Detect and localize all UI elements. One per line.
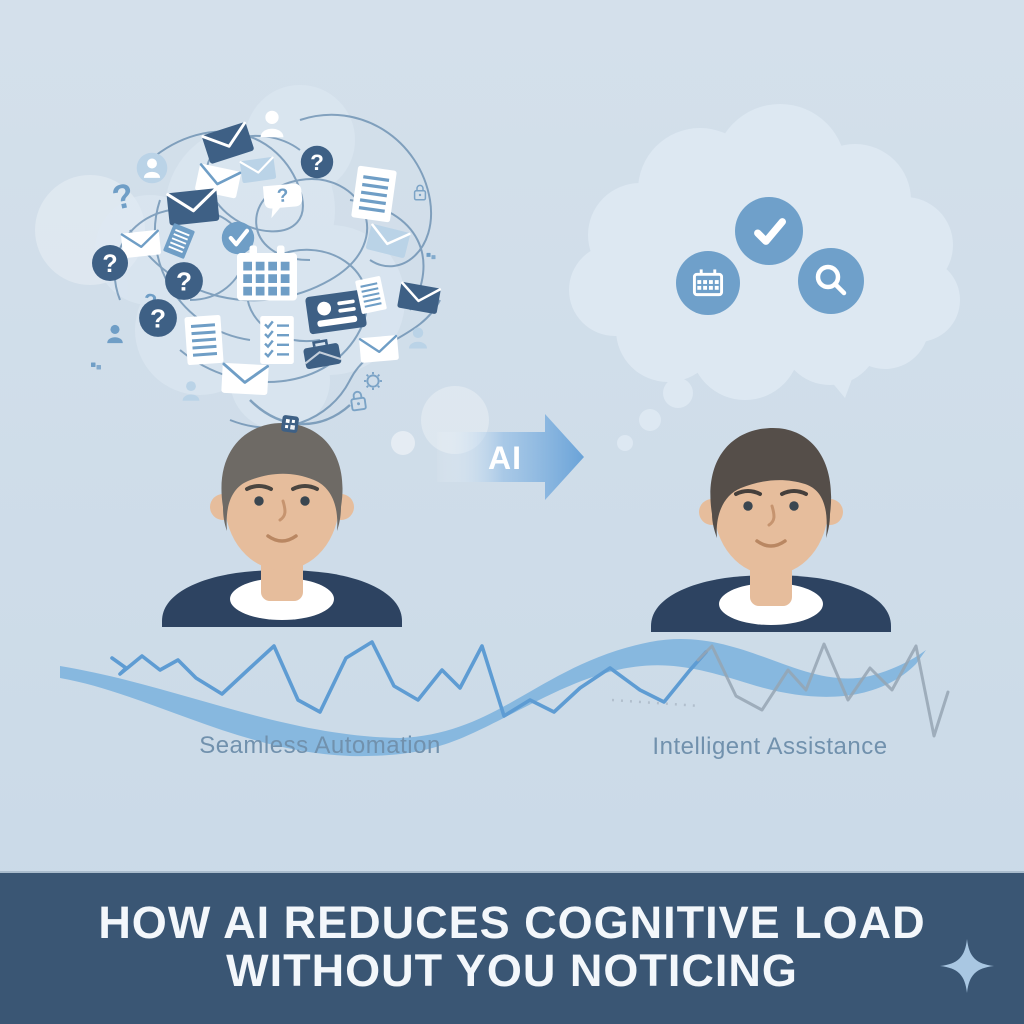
search-icon xyxy=(798,248,864,314)
banner-top-edge xyxy=(0,871,1024,873)
cloud-icons: ??????? xyxy=(91,110,442,412)
bubble-trail-dot xyxy=(639,409,661,431)
document-icon xyxy=(355,276,387,314)
bubble-trail-dot xyxy=(663,378,693,408)
person-icon xyxy=(107,324,123,344)
document-icon xyxy=(163,223,195,259)
envelope-icon xyxy=(221,362,269,395)
person-icon xyxy=(260,110,284,138)
four-point-star-icon xyxy=(940,939,994,993)
face-features xyxy=(245,484,319,543)
relaxed-person xyxy=(651,428,891,632)
envelope-icon xyxy=(358,334,399,363)
question-circle-icon: ? xyxy=(139,299,177,337)
svg-text:?: ? xyxy=(150,303,166,333)
hair xyxy=(221,423,343,531)
thought-bubble-icons xyxy=(676,197,864,315)
check-icon xyxy=(735,197,803,265)
face-features xyxy=(734,489,808,548)
arrow-shape xyxy=(437,414,584,500)
title-banner: HOW AI REDUCES COGNITIVE LOAD WITHOUT YO… xyxy=(0,871,1024,1024)
left-caption: Seamless Automation xyxy=(199,732,441,759)
calendar-icon xyxy=(237,245,297,301)
question-circle-icon: ? xyxy=(165,262,203,300)
envelope-icon xyxy=(166,188,220,226)
hair xyxy=(710,428,832,538)
overloaded-person xyxy=(162,423,402,627)
envelope-icon xyxy=(120,229,161,259)
calm-wave-ribbon xyxy=(60,638,926,757)
title-line-1: HOW AI REDUCES COGNITIVE LOAD xyxy=(98,897,925,948)
person-circle-icon xyxy=(136,152,168,184)
svg-text:?: ? xyxy=(276,185,289,207)
right-caption: Intelligent Assistance xyxy=(652,733,887,760)
stress-zigzag-line xyxy=(110,640,950,738)
envelope-icon xyxy=(397,281,442,314)
svg-text:?: ? xyxy=(310,150,324,175)
squares-icon xyxy=(426,252,436,260)
lock-icon xyxy=(350,390,367,412)
question-circle-icon: ? xyxy=(300,145,334,179)
lock-icon xyxy=(413,184,427,201)
question-circle-icon: ? xyxy=(92,245,128,281)
person-icon xyxy=(409,327,427,349)
checklist-icon xyxy=(260,316,294,364)
document-icon xyxy=(351,165,397,223)
arrow-dot xyxy=(391,431,415,455)
svg-text:?: ? xyxy=(102,250,117,278)
envelope-icon xyxy=(365,223,411,258)
check-circle-icon xyxy=(221,221,255,255)
calendar-icon xyxy=(676,251,740,315)
envelope-icon xyxy=(239,156,277,184)
tidy-thought-bubble xyxy=(569,104,960,451)
svg-text:?: ? xyxy=(176,266,192,296)
chaotic-thought-cloud: ??????? xyxy=(91,85,442,430)
chip-icon xyxy=(281,415,299,433)
head-overlay-icons xyxy=(281,415,299,433)
wave-dotted-trail xyxy=(611,698,701,708)
id-card-icon xyxy=(305,289,367,335)
envelope-icon xyxy=(201,121,254,164)
bubble-trail-dot xyxy=(617,435,633,451)
squares-icon xyxy=(91,362,101,370)
ai-transform-arrow: AI xyxy=(391,414,584,500)
gear-icon xyxy=(364,372,382,390)
banner-background xyxy=(0,873,1024,1024)
chat-question-icon: ? xyxy=(262,183,303,219)
ai-arrow-label: AI xyxy=(488,440,522,476)
briefcase-icon xyxy=(303,338,342,370)
document-icon xyxy=(184,314,224,366)
title-line-2: WITHOUT YOU NOTICING xyxy=(226,945,798,996)
person-icon xyxy=(182,381,200,401)
